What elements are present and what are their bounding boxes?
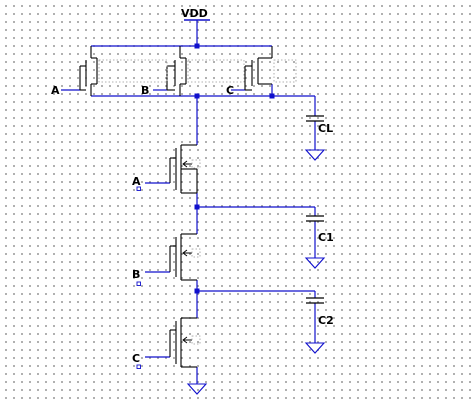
pmos-c-input-label: C <box>226 84 234 97</box>
nmos-c[interactable] <box>169 317 197 368</box>
pmos-a[interactable] <box>79 46 98 96</box>
pmos-c-junction <box>269 93 275 99</box>
capacitor-c2[interactable] <box>306 297 324 304</box>
nmos-a-marker <box>182 160 192 168</box>
nmos-a[interactable] <box>169 144 198 194</box>
input-a-pin[interactable] <box>136 186 141 191</box>
pmos-c[interactable] <box>244 46 273 91</box>
wires <box>61 20 316 384</box>
input-b-pin[interactable] <box>136 281 141 286</box>
c2-label: C2 <box>318 314 334 327</box>
junctions <box>194 43 275 294</box>
pmos-a-input-label: A <box>51 84 60 97</box>
ground-nmos-icon <box>186 383 208 395</box>
ground-c2-icon <box>304 342 326 354</box>
pmos-b[interactable] <box>166 46 187 96</box>
vdd-junction <box>194 43 200 49</box>
node1-junction <box>194 204 200 210</box>
nmos-b-input-label: B <box>132 268 140 281</box>
ground-c1-icon <box>304 257 326 269</box>
nmos-c-marker <box>182 336 192 344</box>
nmos-b-marker <box>182 249 192 257</box>
capacitor-c1[interactable] <box>306 215 324 222</box>
capacitor-cl[interactable] <box>306 115 324 122</box>
nmos-b[interactable] <box>169 233 197 281</box>
nmos-c-input-label: C <box>132 352 140 365</box>
ground-cl-icon <box>304 149 326 161</box>
node2-junction <box>194 288 200 294</box>
nmos-a-input-label: A <box>132 175 141 188</box>
c1-label: C1 <box>318 231 334 244</box>
vdd-label: VDD <box>181 7 208 20</box>
pmos-b-input-label: B <box>141 84 149 97</box>
input-c-pin[interactable] <box>136 364 141 369</box>
cl-label: CL <box>318 122 333 135</box>
output-junction <box>194 93 200 99</box>
